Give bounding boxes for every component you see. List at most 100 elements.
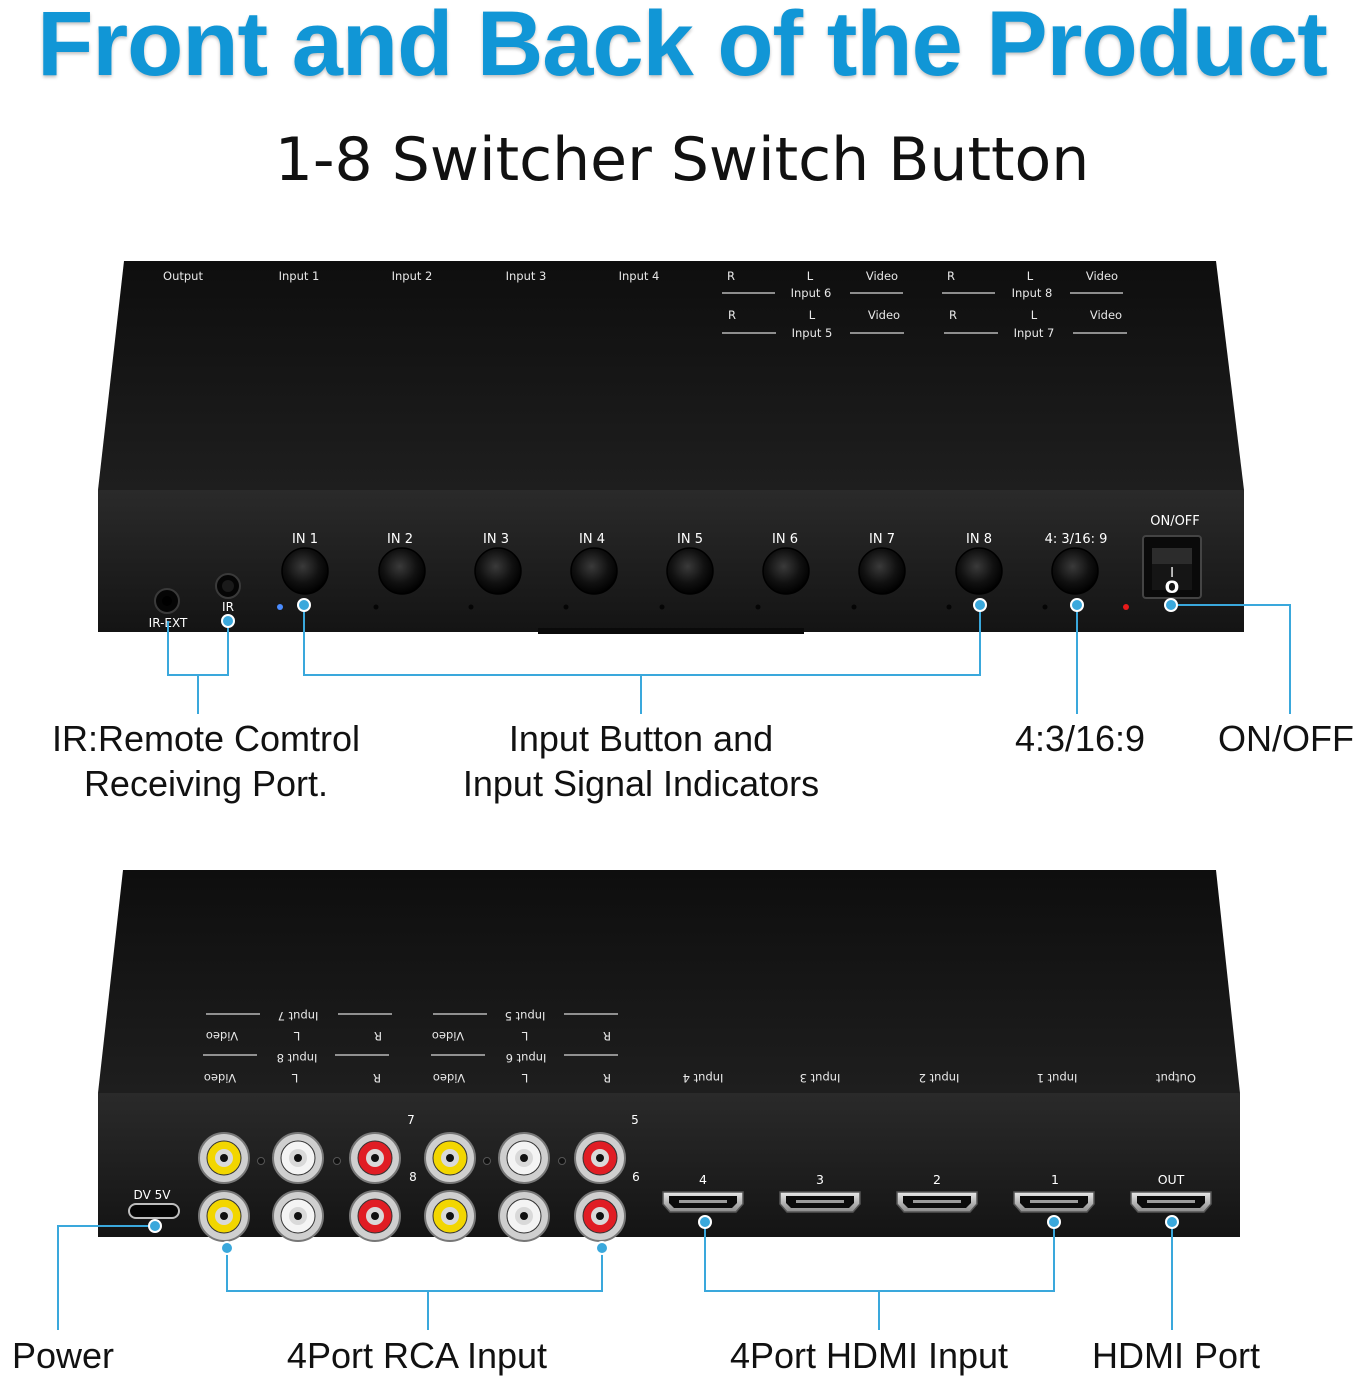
mirror-video: Video xyxy=(204,1071,236,1085)
top-label-input5: Input 5 xyxy=(792,326,833,340)
hdmi-label-1: 1 xyxy=(1051,1172,1059,1187)
top-label-r: R xyxy=(947,269,955,283)
switch-off-mark: O xyxy=(1165,578,1179,598)
mirror-l: L xyxy=(293,1029,300,1043)
mirror-input8: Input 8 xyxy=(277,1051,318,1065)
on-off-label: ON/OFF xyxy=(1150,514,1200,529)
button-aspect xyxy=(1051,547,1099,595)
led-in2 xyxy=(373,604,379,610)
button-in3 xyxy=(474,547,522,595)
callout-hdmi-port: HDMI Port xyxy=(1091,1335,1260,1376)
screw xyxy=(257,1157,265,1165)
led-in3 xyxy=(468,604,474,610)
rca-jack-red xyxy=(574,1190,626,1242)
button-in5 xyxy=(666,547,714,595)
callout-ir: IR:Remote Comtrol Receiving Port. xyxy=(20,716,392,806)
rca-jack-red xyxy=(574,1132,626,1184)
dc-jack xyxy=(128,1203,180,1219)
screw xyxy=(483,1157,491,1165)
button-in7 xyxy=(858,547,906,595)
btn-label-in3: IN 3 xyxy=(483,532,509,547)
top-label-input4: Input 4 xyxy=(619,269,660,283)
mirror-r: R xyxy=(603,1029,611,1043)
top-label-l: L xyxy=(1031,308,1038,322)
callout-input-line1: Input Button and xyxy=(508,718,774,759)
top-label-video: Video xyxy=(1090,308,1122,322)
callout-hdmi-input: 4Port HDMI Input xyxy=(729,1335,1009,1376)
callout-ir-line1: IR:Remote Comtrol xyxy=(51,718,361,759)
led-in1 xyxy=(277,604,283,610)
btn-label-in7: IN 7 xyxy=(869,532,895,547)
rca-jack-yellow xyxy=(424,1132,476,1184)
top-label-r: R xyxy=(728,308,736,322)
hdmi-label-2: 2 xyxy=(933,1172,941,1187)
front-top-face xyxy=(98,261,1244,490)
hdmi-label-3: 3 xyxy=(816,1172,824,1187)
rca-jack-white xyxy=(272,1190,324,1242)
mirror-r: R xyxy=(603,1071,611,1085)
front-callout-lines xyxy=(167,604,1291,714)
top-label-r: R xyxy=(949,308,957,322)
front-callout-dots xyxy=(221,598,1178,628)
button-in2 xyxy=(378,547,426,595)
btn-label-in4: IN 4 xyxy=(579,532,605,547)
callout-ir-line2: Receiving Port. xyxy=(83,763,329,804)
rca-jack-red xyxy=(349,1132,401,1184)
ir-label: IR xyxy=(222,600,234,614)
callout-power: Power xyxy=(11,1335,115,1376)
top-label-input1: Input 1 xyxy=(279,269,320,283)
top-label-input8: Input 8 xyxy=(1012,286,1053,300)
button-in4 xyxy=(570,547,618,595)
rca-number-6: 6 xyxy=(632,1170,640,1184)
hdmi-port-3 xyxy=(779,1191,861,1213)
mirror-l: L xyxy=(521,1029,528,1043)
callout-rca: 4Port RCA Input xyxy=(286,1335,548,1376)
top-label-r: R xyxy=(727,269,735,283)
mirror-r: R xyxy=(373,1071,381,1085)
rca-jack-yellow xyxy=(198,1132,250,1184)
back-panel xyxy=(98,1093,1240,1237)
mirror-input6: Input 6 xyxy=(506,1051,547,1065)
hdmi-ports xyxy=(662,1191,1212,1213)
callout-aspect: 4:3/16:9 xyxy=(1014,718,1146,759)
button-in1 xyxy=(281,547,329,595)
btn-label-in6: IN 6 xyxy=(772,532,798,547)
callout-input-line2: Input Signal Indicators xyxy=(462,763,820,804)
rca-jack-white xyxy=(498,1190,550,1242)
btn-label-in1: IN 1 xyxy=(292,532,318,547)
mirror-video: Video xyxy=(432,1029,464,1043)
mirror-input1: Input 1 xyxy=(1037,1071,1078,1085)
mirror-video: Video xyxy=(206,1029,238,1043)
top-label-l: L xyxy=(807,269,814,283)
page-subtitle: 1-8 Switcher Switch Button xyxy=(274,125,1090,195)
rca-jack-yellow xyxy=(198,1190,250,1242)
btn-label-in5: IN 5 xyxy=(677,532,703,547)
mirror-input4: Input 4 xyxy=(683,1071,724,1085)
mirror-input5: Input 5 xyxy=(505,1009,546,1023)
rca-jacks xyxy=(198,1132,626,1242)
top-label-video: Video xyxy=(866,269,898,283)
rca-number-5: 5 xyxy=(631,1113,639,1127)
top-label-input7: Input 7 xyxy=(1014,326,1055,340)
hdmi-port-2 xyxy=(896,1191,978,1213)
hdmi-port-4 xyxy=(662,1191,744,1213)
mirror-r: R xyxy=(374,1029,382,1043)
led-in5 xyxy=(659,604,665,610)
mirror-l: L xyxy=(521,1071,528,1085)
dc-label: DV 5V xyxy=(134,1188,172,1202)
screw xyxy=(558,1157,566,1165)
page-title: Front and Back of the Product xyxy=(37,0,1328,95)
callout-onoff: ON/OFF xyxy=(1218,718,1354,759)
btn-label-aspect: 4: 3/16: 9 xyxy=(1045,532,1108,547)
top-label-input3: Input 3 xyxy=(506,269,547,283)
back-top-face xyxy=(98,870,1240,1093)
hdmi-label-out: OUT xyxy=(1158,1172,1185,1187)
mirror-input2: Input 2 xyxy=(919,1071,960,1085)
mirror-input3: Input 3 xyxy=(800,1071,841,1085)
btn-label-in8: IN 8 xyxy=(966,532,992,547)
rca-number-7: 7 xyxy=(407,1113,415,1127)
top-label-video: Video xyxy=(1086,269,1118,283)
switch-on-mark: I xyxy=(1170,566,1174,581)
mirror-l: L xyxy=(291,1071,298,1085)
